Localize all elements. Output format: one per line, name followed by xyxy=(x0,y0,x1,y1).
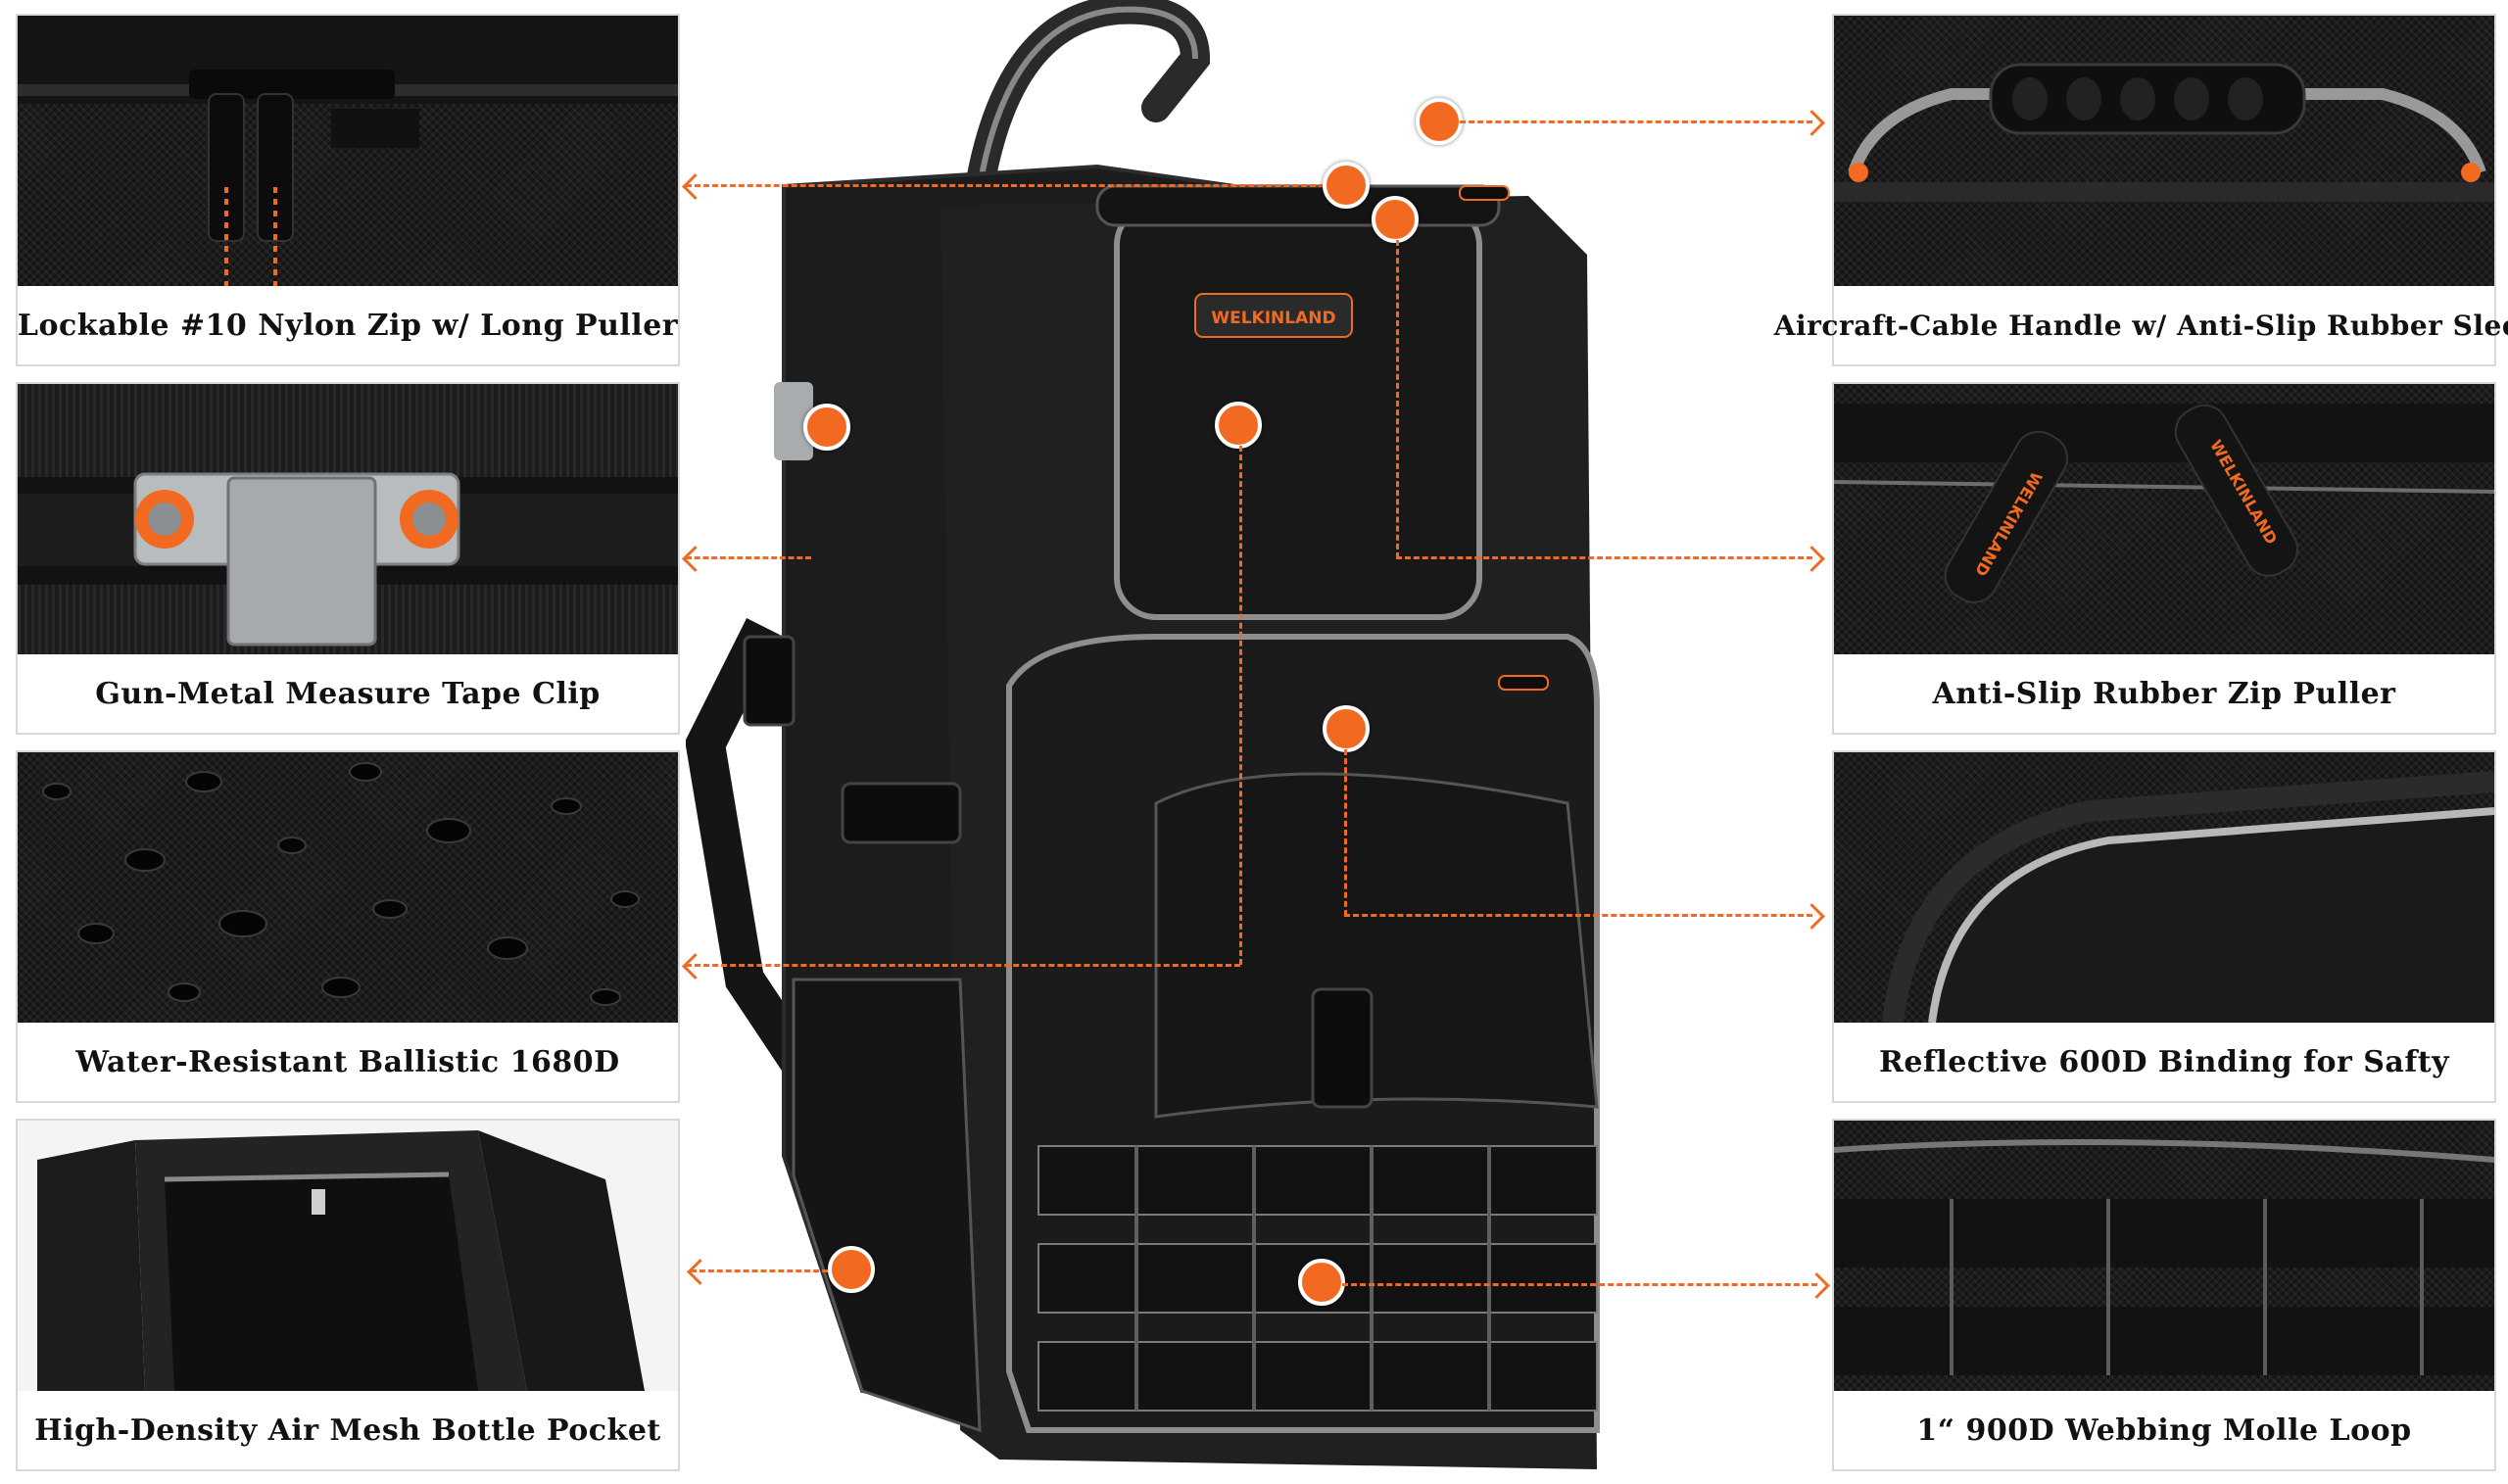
svg-text:WELKINLAND: WELKINLAND xyxy=(1211,309,1335,328)
callout-dot xyxy=(803,404,850,451)
feature-panel-zip: Lockable #10 Nylon Zip w/ Long Puller xyxy=(16,14,680,366)
feature-label: Gun-Metal Measure Tape Clip xyxy=(95,676,601,711)
feature-panel-reflective: Reflective 600D Binding for Safty xyxy=(1832,750,2496,1103)
callout-line xyxy=(1344,914,1812,917)
handle-photo xyxy=(1834,16,2494,286)
callout-line xyxy=(686,964,1240,967)
feature-label: Anti-Slip Rubber Zip Puller xyxy=(1932,676,2396,711)
feature-label: High-Density Air Mesh Bottle Pocket xyxy=(34,1412,661,1448)
callout-dot xyxy=(1215,402,1262,449)
callout-line xyxy=(686,556,811,559)
backpack-image: WELKINLAND xyxy=(685,0,1842,1480)
rubber-puller-photo: WELKINLAND WELKINLAND xyxy=(1834,384,2494,654)
metal-clip-photo xyxy=(18,384,678,654)
callout-dot xyxy=(1323,705,1370,752)
callout-line xyxy=(1460,120,1812,123)
callout-line xyxy=(1396,556,1812,559)
callout-dot xyxy=(1323,162,1370,209)
reflective-binding-photo xyxy=(1834,752,2494,1023)
feature-panel-handle: Aircraft-Cable Handle w/ Anti-Slip Rubbe… xyxy=(1773,14,2508,366)
callout-dot xyxy=(828,1246,875,1293)
callout-line xyxy=(1239,446,1242,965)
zipper-pullers-photo xyxy=(18,16,678,286)
callout-line xyxy=(1344,749,1347,916)
feature-label: Aircraft-Cable Handle w/ Anti-Slip Rubbe… xyxy=(1773,309,2508,342)
callout-dot xyxy=(1416,98,1463,145)
callout-line xyxy=(691,1269,828,1272)
feature-label: 1“ 900D Webbing Molle Loop xyxy=(1916,1412,2412,1448)
feature-panel-ballistic: Water-Resistant Ballistic 1680D xyxy=(16,750,680,1103)
callout-line xyxy=(1342,1283,1817,1286)
callout-line xyxy=(686,184,1342,187)
feature-panel-clip: Gun-Metal Measure Tape Clip xyxy=(16,382,680,735)
water-droplets-photo xyxy=(18,752,678,1023)
feature-label: Lockable #10 Nylon Zip w/ Long Puller xyxy=(17,308,679,343)
feature-panel-puller: WELKINLAND WELKINLAND Anti-Slip Rubber Z… xyxy=(1832,382,2496,735)
callout-line xyxy=(1396,240,1399,558)
feature-label: Reflective 600D Binding for Safty xyxy=(1878,1044,2450,1079)
molle-webbing-photo xyxy=(1834,1121,2494,1391)
feature-panel-molle: 1“ 900D Webbing Molle Loop xyxy=(1832,1119,2496,1471)
feature-panel-mesh: High-Density Air Mesh Bottle Pocket xyxy=(16,1119,680,1471)
mesh-pocket-photo xyxy=(18,1121,678,1391)
feature-label: Water-Resistant Ballistic 1680D xyxy=(75,1044,620,1079)
callout-dot xyxy=(1372,196,1419,243)
callout-dot xyxy=(1298,1259,1345,1306)
